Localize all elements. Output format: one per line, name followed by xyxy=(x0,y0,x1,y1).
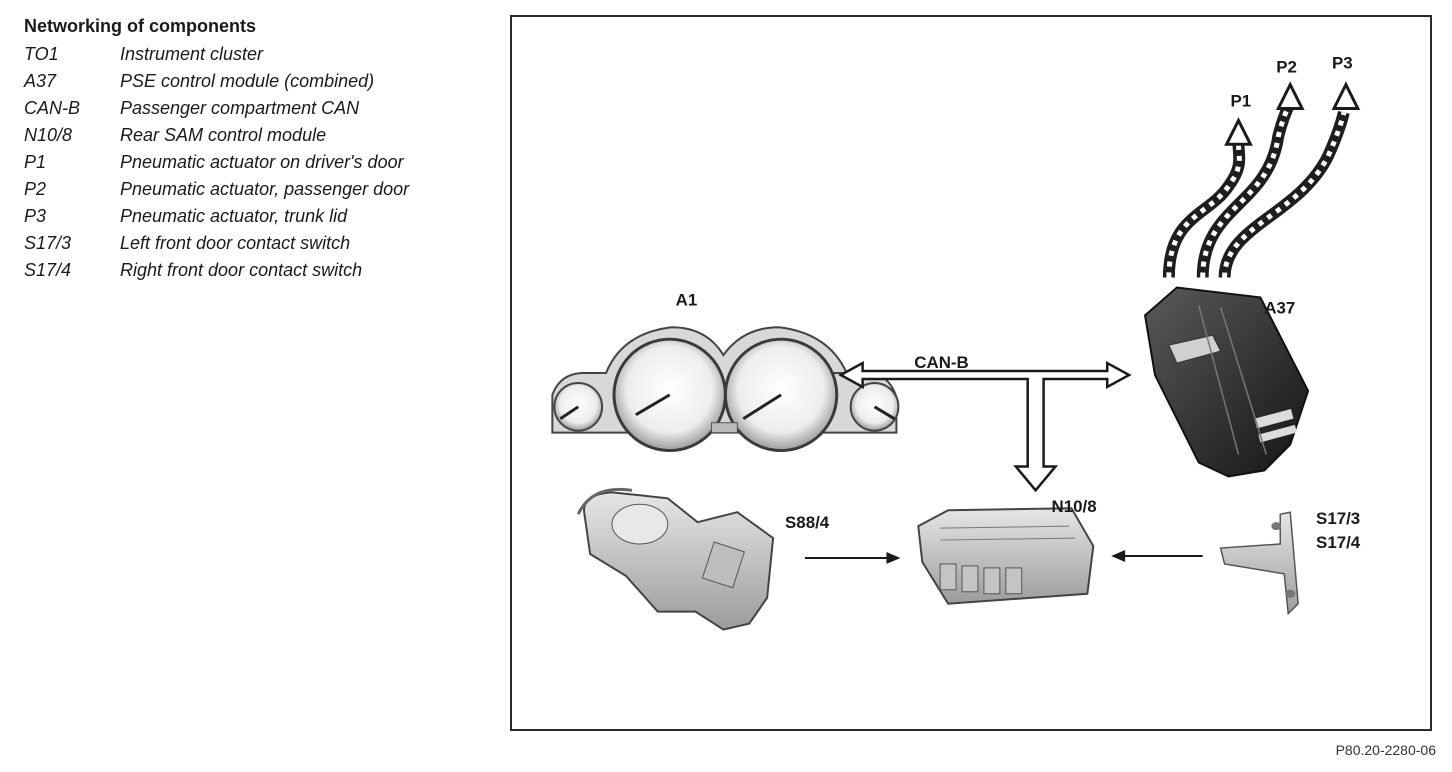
pneumatic-hoses xyxy=(1162,104,1350,279)
door-contact-switch-s17 xyxy=(1219,511,1299,616)
label-a1: A1 xyxy=(676,290,698,309)
legend-item-n10-8: N10/8 Rear SAM control module xyxy=(24,122,464,149)
legend-description: Left front door contact switch xyxy=(120,233,351,253)
legend-code: P2 xyxy=(24,179,47,199)
label-can-b: CAN-B xyxy=(914,353,968,372)
label-p2: P2 xyxy=(1276,58,1297,77)
label-p3: P3 xyxy=(1332,54,1353,73)
legend-item-p3: P3 Pneumatic actuator, trunk lid xyxy=(24,203,464,230)
s17-to-n10-8-arrow xyxy=(1111,550,1203,562)
legend-item-p2: P2 Pneumatic actuator, passenger door xyxy=(24,176,464,203)
legend-description: Pneumatic actuator, passenger door xyxy=(120,179,410,199)
legend-description: Pneumatic actuator, trunk lid xyxy=(120,206,348,226)
legend-title: Networking of components xyxy=(24,16,257,36)
p2-actuator-symbol xyxy=(1275,81,1305,110)
legend-code: N10/8 xyxy=(24,125,73,145)
legend-description: Rear SAM control module xyxy=(120,125,327,145)
label-s88-4: S88/4 xyxy=(785,513,830,532)
legend-code: P3 xyxy=(24,206,47,226)
label-s17-4: S17/4 xyxy=(1316,533,1361,552)
legend-code: S17/3 xyxy=(24,233,72,253)
rear-sam-module-n10-8 xyxy=(917,507,1095,605)
legend-code: P1 xyxy=(24,152,47,172)
legend-code: TO1 xyxy=(24,44,59,64)
p3-actuator-symbol xyxy=(1331,81,1361,110)
legend-item-can-b: CAN-B Passenger compartment CAN xyxy=(24,95,464,122)
label-s17-3: S17/3 xyxy=(1316,509,1360,528)
pse-control-module-a37 xyxy=(1143,286,1310,478)
legend-description: PSE control module (combined) xyxy=(120,71,375,91)
diagram-frame: A1 A37 CAN-B N10/8 S88/4 S17/3 S17/4 P1 … xyxy=(510,15,1432,731)
legend-item-s17-4: S17/4 Right front door contact switch xyxy=(24,257,464,284)
network-diagram: A1 A37 CAN-B N10/8 S88/4 S17/3 S17/4 P1 … xyxy=(551,54,1361,631)
legend-description: Instrument cluster xyxy=(120,44,264,64)
label-a37: A37 xyxy=(1264,298,1295,317)
legend-item-a37: A37 PSE control module (combined) xyxy=(24,68,464,95)
legend-description: Pneumatic actuator on driver's door xyxy=(120,152,404,172)
instrument-cluster-a1 xyxy=(551,326,900,453)
label-n10-8: N10/8 xyxy=(1052,497,1097,516)
legend-item-s17-3: S17/3 Left front door contact switch xyxy=(24,230,464,257)
legend-code: A37 xyxy=(24,71,57,91)
legend-code: CAN-B xyxy=(24,98,81,118)
p1-actuator-symbol xyxy=(1224,117,1253,146)
component-s88-4 xyxy=(576,487,775,631)
figure-id: P80.20-2280-06 xyxy=(1335,742,1436,758)
legend-description: Passenger compartment CAN xyxy=(120,98,360,118)
legend-description: Right front door contact switch xyxy=(120,260,363,280)
legend-item-to1: TO1 Instrument cluster xyxy=(24,41,464,68)
legend-item-p1: P1 Pneumatic actuator on driver's door xyxy=(24,149,464,176)
can-b-bus xyxy=(838,360,1132,493)
legend-code: S17/4 xyxy=(24,260,72,280)
s88-4-to-n10-8-arrow xyxy=(804,551,901,564)
label-p1: P1 xyxy=(1231,91,1252,110)
component-legend: Networking of components TO1 Instrument … xyxy=(24,14,464,284)
